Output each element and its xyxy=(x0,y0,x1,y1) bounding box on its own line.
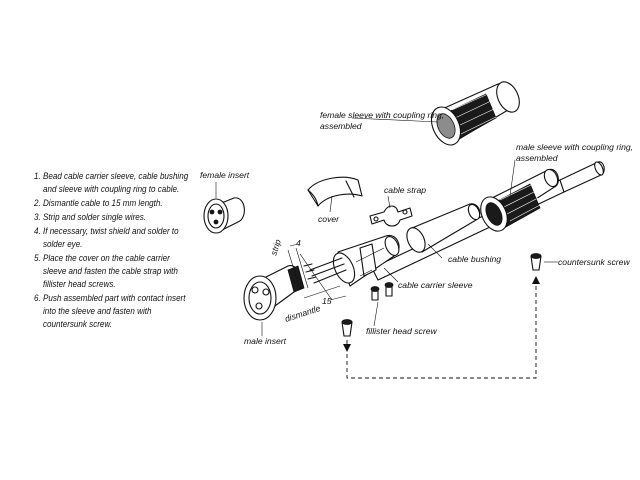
cable-bushing xyxy=(406,203,481,253)
stripped-wires xyxy=(303,257,347,284)
countersunk-screw-left xyxy=(341,319,353,337)
leader-lines xyxy=(215,117,558,336)
label-male-sleeve-line-2: assembled xyxy=(516,153,558,163)
label-cable-bushing: cable bushing xyxy=(448,254,501,264)
screw-path-arrows xyxy=(343,276,540,379)
label-female-sleeve: female sleeve with coupling ring, xyxy=(320,110,444,120)
arrow-down-icon xyxy=(343,344,351,352)
male-insert xyxy=(243,265,305,321)
female-sleeve xyxy=(430,81,520,146)
label-cable-carrier-sleeve: cable carrier sleeve xyxy=(398,280,473,290)
cable-strap xyxy=(369,205,413,227)
label-male-sleeve: male sleeve with coupling ring, xyxy=(516,142,633,152)
fillister-head-screws xyxy=(370,282,394,301)
label-cover: cover xyxy=(318,214,340,224)
label-male-insert: male insert xyxy=(244,336,287,346)
label-countersunk-screw: countersunk screw xyxy=(558,257,630,267)
step-1: 1. Bead cable carrier sleeve, cable bush… xyxy=(34,170,189,181)
step-4-line-2: solder eye. xyxy=(43,238,83,249)
step-6: 6. Push assembled part with contact inse… xyxy=(34,292,186,303)
step-5: 5. Place the cover on the cable carrier xyxy=(34,252,170,263)
step-5-line-2: sleeve and fasten the cable strap with xyxy=(43,265,178,276)
cover xyxy=(307,176,363,207)
label-strip: strip xyxy=(268,238,283,257)
dimension-lines xyxy=(287,243,347,301)
label-fillister-head-screw: fillister head screw xyxy=(366,326,437,336)
step-5-line-3: fillister head screws. xyxy=(43,278,116,289)
label-dismantle-value: 15 xyxy=(322,296,332,306)
label-strip-value: 4 xyxy=(296,238,301,248)
label-female-insert: female insert xyxy=(200,170,250,180)
countersunk-screw-right xyxy=(530,253,542,271)
step-4: 4. If necessary, twist shield and solder… xyxy=(34,225,179,236)
cable-carrier-sleeve xyxy=(332,234,400,287)
step-1-line-2: and sleeve with coupling ring to cable. xyxy=(43,183,180,194)
step-6-line-2: into the sleeve and fasten with xyxy=(43,305,152,316)
male-sleeve xyxy=(480,168,559,232)
arrow-up-icon xyxy=(532,276,540,284)
step-6-line-3: countersunk screw. xyxy=(43,318,113,329)
female-insert xyxy=(203,197,245,234)
step-3: 3. Strip and solder single wires. xyxy=(34,211,147,222)
label-dismantle: dismantle xyxy=(284,303,322,324)
label-female-sleeve-line-2: assembled xyxy=(320,121,362,131)
step-2: 2. Dismantle cable to 15 mm length. xyxy=(34,197,163,208)
label-cable-strap: cable strap xyxy=(384,185,426,195)
